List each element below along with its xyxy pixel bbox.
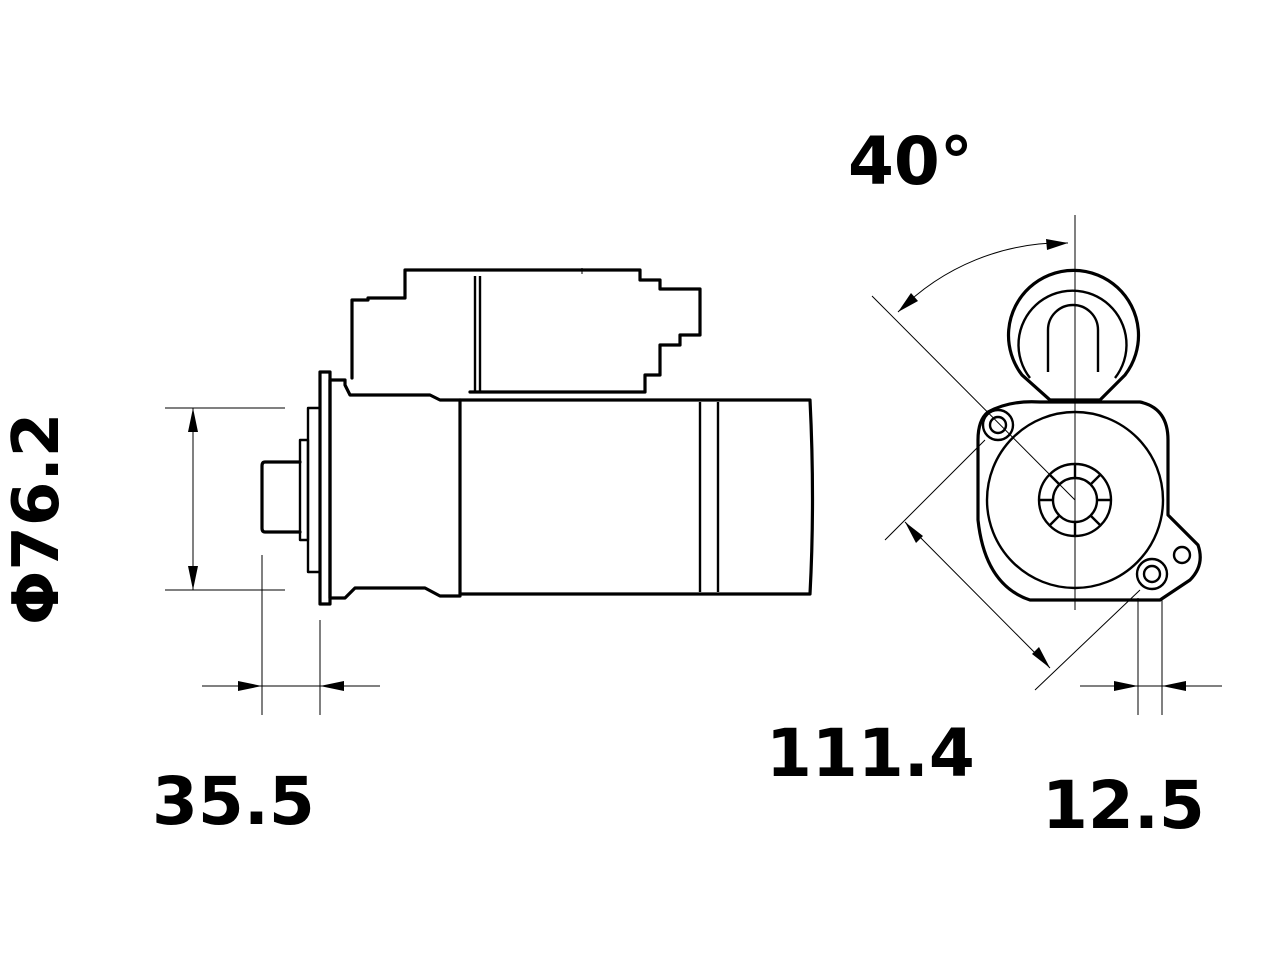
terminal-inner: [1046, 303, 1100, 372]
terminal-outer: [1006, 268, 1141, 402]
motor-body: [458, 398, 815, 596]
angle-label: 40°: [848, 123, 973, 200]
end-housing: [976, 400, 1202, 602]
flange-inner: [306, 406, 322, 574]
end-view: [871, 215, 1202, 610]
center-line-angled: [871, 295, 1076, 501]
solenoid-outline: [350, 268, 702, 394]
diameter-label: Φ76.2: [0, 413, 74, 625]
bolt-offset-label: 12.5: [1042, 767, 1205, 844]
pinion-shaft: [260, 460, 302, 534]
side-view: [260, 268, 815, 606]
motor-end-cap-line: [698, 402, 720, 592]
mounting-hole-top-inner: [988, 415, 1008, 435]
bolt-offset-dimension: [1080, 598, 1222, 715]
angle-dimension: [897, 239, 1069, 313]
drive-housing: [328, 378, 462, 600]
diameter-dimension: [165, 407, 285, 591]
flange-offset-dimension: [202, 555, 380, 715]
mounting-hole-bottom-inner: [1142, 564, 1162, 584]
mounting-flange: [318, 370, 332, 606]
bolt-distance-label: 111.4: [766, 715, 975, 792]
mounting-hole-bottom: [1135, 557, 1169, 591]
bolt-distance-dimension: [884, 439, 1141, 691]
flange-step: [298, 438, 310, 542]
terminal-ring: [1017, 289, 1128, 379]
solenoid-seam: [473, 276, 482, 392]
flange-offset-label: 35.5: [152, 763, 315, 840]
mounting-hole-side: [1172, 545, 1192, 565]
mounting-hole-top: [981, 408, 1015, 442]
